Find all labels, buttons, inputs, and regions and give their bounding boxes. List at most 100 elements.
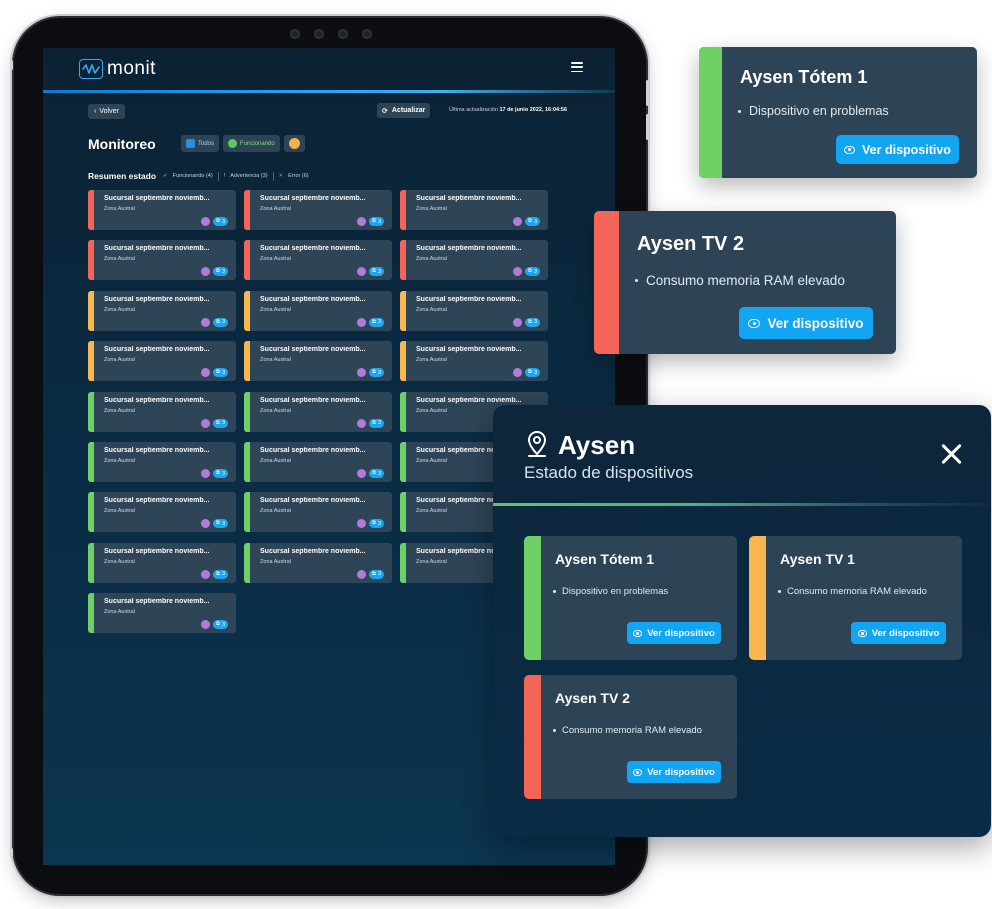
device-status-card[interactable]: Sucursal septiembre noviemb...Zona Austr… bbox=[88, 290, 236, 331]
device-status-card[interactable]: Sucursal septiembre noviemb...Zona Austr… bbox=[88, 341, 236, 382]
status-bar bbox=[244, 542, 250, 583]
sensor-icon bbox=[513, 317, 522, 327]
device-count-badge: ⧉3 bbox=[369, 519, 384, 529]
card-title: Sucursal septiembre noviemb... bbox=[416, 547, 522, 555]
back-button[interactable]: ‹ Volver bbox=[88, 104, 125, 119]
status-bar bbox=[88, 391, 94, 432]
device-count-badge: ⧉3 bbox=[213, 418, 228, 428]
card-item-text: Dispositivo en problemas bbox=[749, 104, 889, 118]
device-status-card[interactable]: Sucursal septiembre noviemb...Zona Austr… bbox=[88, 542, 236, 583]
device-count-badge: ⧉3 bbox=[369, 469, 384, 478]
view-device-button[interactable]: Ver dispositivo bbox=[627, 761, 721, 783]
filter-all[interactable]: Todos bbox=[181, 135, 220, 152]
card-subtitle: Zona Austral bbox=[260, 407, 291, 414]
summary-error: Error (6) bbox=[288, 173, 309, 179]
filter-functioning[interactable]: Funcionando bbox=[223, 135, 280, 152]
sensor-icon bbox=[513, 217, 522, 226]
status-summary: Resumen estado ✓ Funcionando (4) ! Adver… bbox=[88, 171, 309, 181]
copy-icon: ⧉ bbox=[372, 470, 376, 476]
device-count: 3 bbox=[377, 218, 381, 225]
device-count: 3 bbox=[221, 218, 225, 225]
device-status-card[interactable]: Sucursal septiembre noviemb...Zona Austr… bbox=[400, 190, 548, 230]
card-subtitle: Zona Austral bbox=[416, 306, 447, 313]
status-bar bbox=[88, 593, 94, 634]
card-title: Sucursal septiembre noviemb... bbox=[260, 346, 366, 354]
device-status-card[interactable]: Sucursal septiembre noviemb...Zona Austr… bbox=[244, 190, 392, 230]
device-count: 3 bbox=[221, 571, 225, 578]
card-subtitle: Zona Austral bbox=[416, 458, 447, 464]
device-count-badge: ⧉3 bbox=[213, 469, 228, 478]
card-title: Sucursal septiembre noviemb... bbox=[104, 447, 210, 454]
status-bar bbox=[88, 492, 94, 533]
copy-icon: ⧉ bbox=[528, 369, 532, 376]
camera-dot bbox=[290, 29, 300, 39]
device-count-badge: ⧉3 bbox=[369, 569, 384, 579]
copy-icon: ⧉ bbox=[372, 268, 376, 275]
status-bar bbox=[524, 675, 541, 799]
device-status-card[interactable]: Sucursal septiembre noviemb...Zona Austr… bbox=[88, 391, 236, 432]
copy-icon: ⧉ bbox=[372, 318, 376, 325]
device-status-card[interactable]: Sucursal septiembre noviemb...Zona Austr… bbox=[400, 290, 548, 331]
device-count-badge: ⧉3 bbox=[525, 317, 540, 327]
check-circle-icon bbox=[228, 139, 238, 148]
card-subtitle: Zona Austral bbox=[104, 256, 135, 263]
device-status-card[interactable]: Sucursal septiembre noviemb...Zona Austr… bbox=[244, 240, 392, 281]
card-item: Dispositivo en problemas bbox=[553, 586, 668, 597]
device-status-card[interactable]: Sucursal septiembre noviemb...Zona Austr… bbox=[88, 190, 236, 230]
device-status-card[interactable]: Sucursal septiembre noviemb...Zona Austr… bbox=[244, 442, 392, 482]
hamburger-menu-icon[interactable] bbox=[571, 62, 583, 72]
status-bar bbox=[88, 190, 94, 230]
refresh-button[interactable]: ⟳ Actualizar bbox=[377, 103, 431, 118]
device-status-card[interactable]: Sucursal septiembre noviemb...Zona Austr… bbox=[244, 542, 392, 583]
status-bar bbox=[88, 542, 94, 583]
sensor-icon bbox=[357, 469, 366, 478]
view-device-button[interactable]: Ver dispositivo bbox=[851, 622, 946, 644]
view-device-button[interactable]: Ver dispositivo bbox=[739, 307, 873, 339]
sensor-icon bbox=[357, 418, 366, 428]
card-title: Aysen Tótem 1 bbox=[740, 67, 868, 87]
location-pin-icon bbox=[527, 430, 547, 457]
last-update-value: 17 de junio 2022, 16:04:56 bbox=[499, 107, 568, 113]
device-status-card[interactable]: Sucursal septiembre noviemb...Zona Austr… bbox=[88, 492, 236, 533]
status-bar bbox=[244, 240, 250, 281]
device-count-badge: ⧉3 bbox=[213, 217, 228, 226]
device-status-card[interactable]: Sucursal septiembre noviemb... Zona Austr… bbox=[88, 442, 236, 482]
card-title: Sucursal septiembre noviemb... bbox=[416, 447, 522, 454]
card-title: Sucursal septiembre noviemb... bbox=[104, 245, 210, 253]
device-count-badge: ⧉3 bbox=[213, 368, 228, 378]
device-status-card[interactable]: Sucursal septiembre noviemb...Zona Austr… bbox=[400, 240, 548, 281]
view-device-button[interactable]: Ver dispositivo bbox=[627, 622, 721, 644]
eye-icon bbox=[857, 629, 867, 637]
device-status-card[interactable]: Sucursal septiembre noviemb...Zona Austr… bbox=[88, 593, 236, 634]
card-title: Sucursal septiembre noviemb... bbox=[260, 396, 366, 404]
summary-title: Resumen estado bbox=[88, 171, 157, 181]
device-count: 3 bbox=[221, 369, 225, 376]
tablet-side-button bbox=[646, 80, 649, 106]
device-status-card[interactable]: Sucursal septiembre noviemb... Zona Austr… bbox=[244, 391, 392, 432]
exclamation-icon: ! bbox=[223, 173, 226, 179]
card-title: Aysen TV 2 bbox=[637, 233, 745, 255]
device-status-card[interactable]: Sucursal septiembre noviemb...Zona Austr… bbox=[400, 341, 548, 382]
card-badges: ⧉3 bbox=[201, 519, 228, 529]
filter-warning[interactable] bbox=[283, 135, 305, 152]
device-status-card[interactable]: Sucursal septiembre noviemb... Zona Austr… bbox=[88, 240, 236, 281]
sensor-icon bbox=[357, 317, 366, 327]
sensor-icon bbox=[357, 519, 366, 529]
view-device-button[interactable]: Ver dispositivo bbox=[836, 135, 959, 164]
device-status-card[interactable]: Sucursal septiembre noviemb...Zona Austr… bbox=[244, 290, 392, 331]
card-badges: ⧉3 bbox=[201, 469, 228, 478]
status-bar bbox=[749, 536, 766, 660]
refresh-icon: ⟳ bbox=[382, 107, 388, 115]
card-title: Sucursal septiembre noviemb... bbox=[260, 497, 366, 505]
view-device-label: Ver dispositivo bbox=[647, 766, 715, 778]
logo[interactable]: monit bbox=[79, 58, 156, 80]
card-title: Sucursal septiembre noviemb... bbox=[260, 295, 366, 303]
device-count: 3 bbox=[533, 369, 537, 376]
device-status-card[interactable]: Sucursal septiembre noviemb...Zona Austr… bbox=[244, 492, 392, 533]
card-badges: ⧉3 bbox=[201, 368, 228, 378]
card-subtitle: Zona Austral bbox=[104, 609, 135, 616]
header-divider bbox=[43, 90, 615, 93]
device-status-card[interactable]: Sucursal septiembre noviemb...Zona Austr… bbox=[244, 341, 392, 382]
close-icon[interactable] bbox=[940, 443, 962, 465]
card-subtitle: Zona Austral bbox=[104, 458, 135, 464]
